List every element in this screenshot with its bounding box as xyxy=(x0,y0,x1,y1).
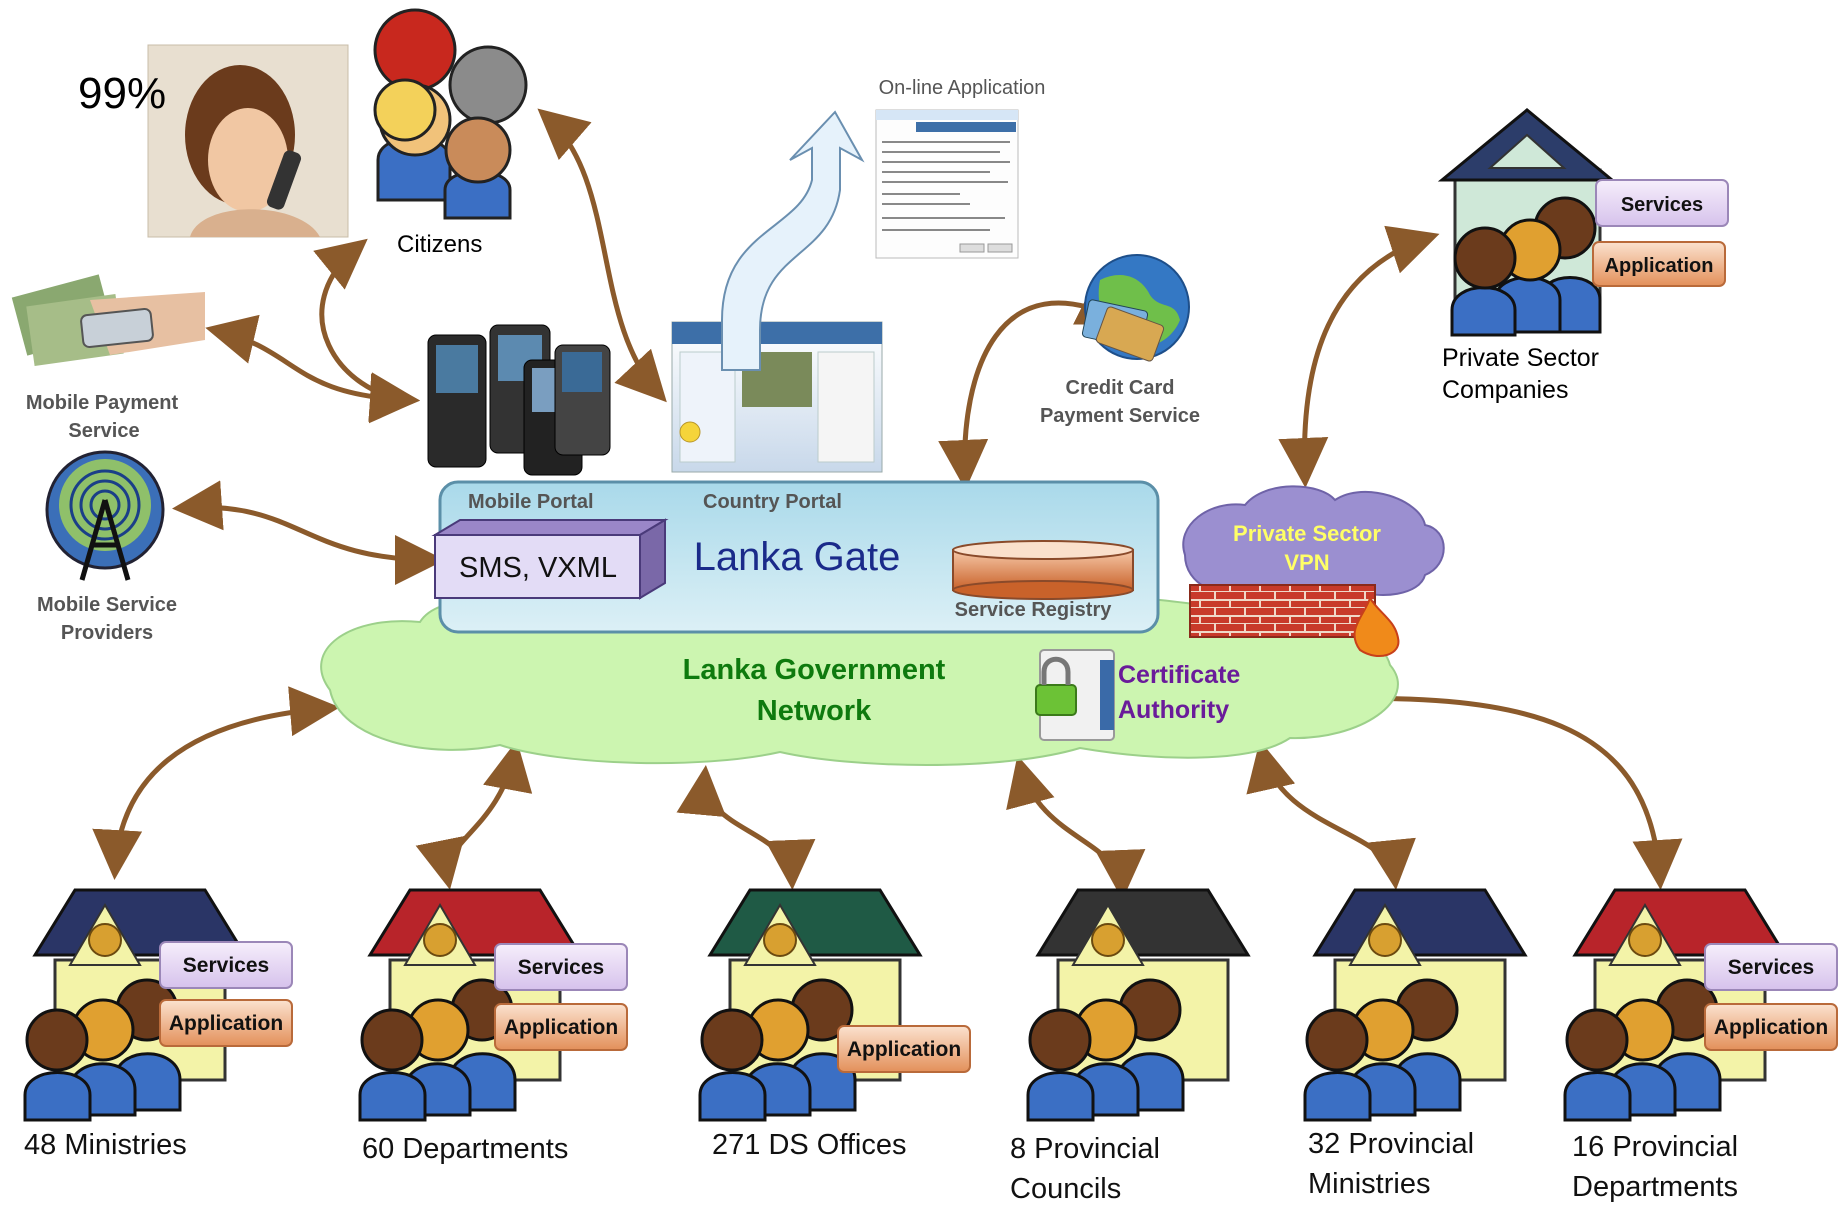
online-application-label: On-line Application xyxy=(879,77,1046,99)
emblem-icon xyxy=(88,923,122,957)
network-title-2: Network xyxy=(757,695,872,727)
certificate-authority-icon xyxy=(1035,649,1115,741)
org-label-5-line-2: Ministries xyxy=(1308,1168,1430,1200)
mobile-providers-label-1: Mobile Service xyxy=(37,594,177,616)
private-services-tag: Services xyxy=(1595,179,1729,227)
arrow-org3 xyxy=(676,765,816,890)
mobile-payment-label-1: Mobile Payment xyxy=(26,392,179,414)
service-registry-cylinder xyxy=(952,540,1134,600)
antenna-icon xyxy=(45,450,165,581)
mobile-portal-label: Mobile Portal xyxy=(468,491,594,513)
arrow-providers-sms xyxy=(172,480,445,585)
sms-vxml-text: SMS, VXML xyxy=(459,552,617,584)
org-application-text-1: Application xyxy=(169,1012,283,1035)
private-application-tag: Application xyxy=(1592,241,1726,287)
staff-people-icon xyxy=(23,978,182,1122)
mobile-phones-icon xyxy=(427,324,611,476)
vpn-label-1: Private Sector xyxy=(1233,521,1381,546)
org-application-tag-6: Application xyxy=(1704,1003,1838,1051)
ca-label-1: Certificate xyxy=(1118,661,1240,689)
org-label-1-line-1: 48 Ministries xyxy=(24,1129,187,1161)
ca-label-2: Authority xyxy=(1118,696,1229,724)
staff-people-icon xyxy=(1303,978,1462,1122)
country-portal-screenshot xyxy=(671,321,883,473)
online-application-form xyxy=(875,109,1019,259)
org-label-6-line-2: Departments xyxy=(1572,1171,1738,1202)
org-label-4-line-2: Councils xyxy=(1010,1173,1121,1202)
private-services-text: Services xyxy=(1621,194,1703,216)
org-label-5-line-1: 32 Provincial xyxy=(1308,1128,1474,1160)
arrow-creditcard-gateway xyxy=(938,279,1129,490)
org-label-6-line-1: 16 Provincial xyxy=(1572,1131,1738,1163)
arrow-citizens-portal xyxy=(537,108,667,403)
org-application-tag-2: Application xyxy=(494,1003,628,1051)
staff-people-icon xyxy=(1026,978,1185,1122)
org-application-tag-3: Application xyxy=(837,1025,971,1073)
org-services-tag-1: Services xyxy=(159,941,293,989)
credit-card-globe-icon xyxy=(1081,254,1190,362)
arrow-org5 xyxy=(1246,740,1416,890)
arrow-citizens-mobile xyxy=(313,238,420,423)
org-label-3-line-1: 271 DS Offices xyxy=(712,1129,907,1161)
vpn-label-2: VPN xyxy=(1284,550,1329,575)
org-application-text-2: Application xyxy=(504,1016,618,1039)
country-portal-label: Country Portal xyxy=(703,491,842,513)
staff-people-icon xyxy=(1563,978,1722,1122)
arrow-org1 xyxy=(92,686,340,880)
emblem-icon xyxy=(1628,923,1662,957)
org-services-text-2: Services xyxy=(518,956,604,979)
building-roof xyxy=(1312,888,1528,957)
org-application-tag-1: Application xyxy=(159,999,293,1047)
staff-people-icon xyxy=(698,978,857,1122)
private-sector-label-1: Private Sector xyxy=(1442,344,1599,372)
emblem-icon xyxy=(423,923,457,957)
arrow-payment-mobile xyxy=(205,314,420,424)
arrow-org2 xyxy=(415,740,533,890)
online-application-arrow xyxy=(721,110,865,371)
building-roof xyxy=(1035,888,1251,957)
building-roof xyxy=(707,888,923,957)
citizens-label: Citizens xyxy=(397,231,482,258)
emblem-icon xyxy=(1368,923,1402,957)
citizens-icon xyxy=(373,8,528,220)
firewall-icon xyxy=(1189,584,1376,638)
lanka-gate-title: Lanka Gate xyxy=(694,535,901,579)
emblem-icon xyxy=(763,923,797,957)
private-sector-label-2: Companies xyxy=(1442,376,1568,404)
org-application-text-3: Application xyxy=(847,1038,961,1061)
org-label-2-line-1: 60 Departments xyxy=(362,1133,568,1165)
emblem-icon xyxy=(1091,923,1125,957)
private-application-text: Application xyxy=(1605,255,1714,277)
org-services-tag-6: Services xyxy=(1704,943,1838,991)
org-services-text-6: Services xyxy=(1728,956,1814,979)
org-services-text-1: Services xyxy=(183,954,269,977)
mobile-payment-icon xyxy=(11,274,205,366)
mobile-payment-label-2: Service xyxy=(68,420,139,442)
credit-card-label-2: Payment Service xyxy=(1040,405,1200,427)
credit-card-label-1: Credit Card xyxy=(1066,377,1175,399)
arrow-org4 xyxy=(1006,755,1146,900)
org-application-text-6: Application xyxy=(1714,1016,1828,1039)
network-title-1: Lanka Government xyxy=(683,654,946,686)
organization-3: Application 271 DS Offices xyxy=(698,888,971,1161)
sms-vxml-box: SMS, VXML xyxy=(431,518,669,600)
org-services-tag-2: Services xyxy=(494,943,628,991)
percent-label: 99% xyxy=(78,69,166,118)
arrow-private-vpn xyxy=(1278,225,1440,488)
mobile-providers-label-2: Providers xyxy=(61,622,153,644)
phone-user-photo xyxy=(147,44,349,238)
fire-icon xyxy=(1353,595,1400,657)
org-label-4-line-1: 8 Provincial xyxy=(1010,1133,1160,1165)
private-sector-people xyxy=(1450,196,1602,337)
service-registry-label: Service Registry xyxy=(955,599,1113,621)
